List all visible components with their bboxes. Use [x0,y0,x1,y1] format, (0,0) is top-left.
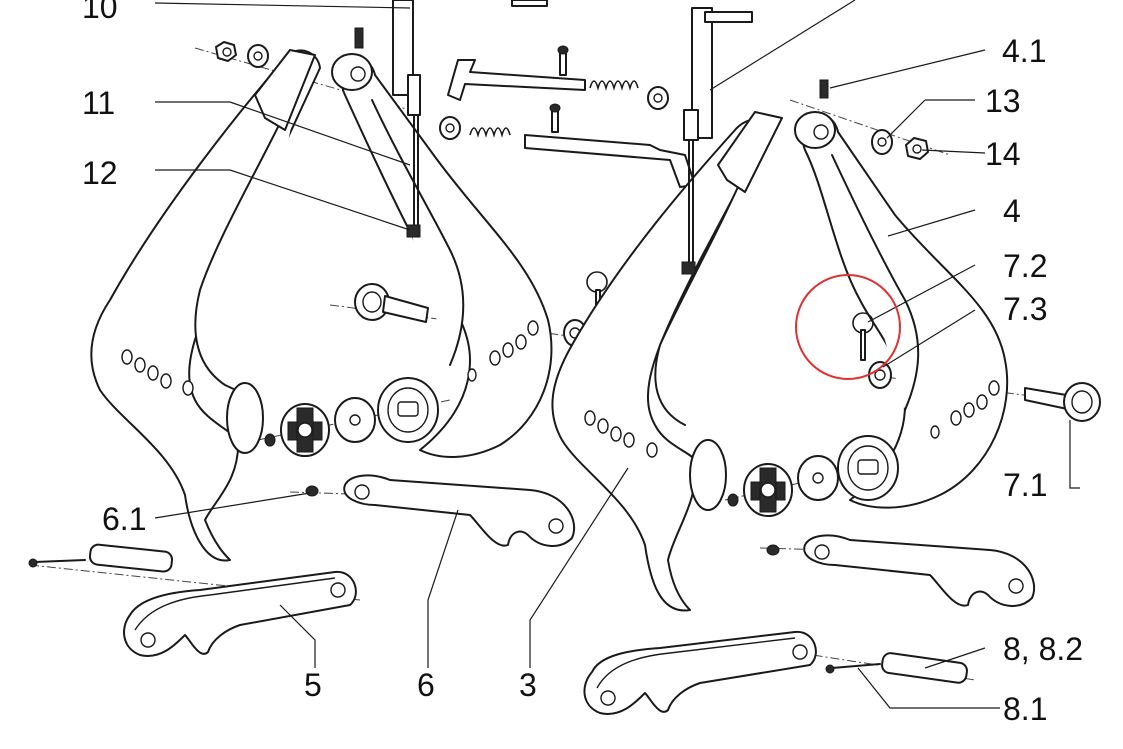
right-small-nut [727,493,739,507]
right-ring-pin-7-2 [852,312,874,361]
callout-14: 14 [985,136,1021,172]
upper-l-rod [447,59,586,101]
callout-12: 12 [82,155,118,191]
upper-spring [589,80,639,91]
arm-5 [123,570,357,657]
right-pivot-lug [717,111,783,193]
left-drum-back [226,382,264,454]
callout-8-8-2: 8, 8.2 [1003,631,1083,667]
callout-11: 11 [82,85,115,121]
callout-13: 13 [985,83,1021,119]
right-pin-8 [825,652,968,684]
left-top-bar [511,0,548,7]
callout-10: 10 [82,0,118,25]
arm-6-right [803,534,1036,607]
left-cross-knob [280,403,330,457]
callout-4: 4 [1003,193,1021,229]
highlight-circle [795,274,901,380]
lower-arms [28,474,1036,715]
arm-6 [343,474,576,547]
left-small-nut [264,433,276,447]
left-pin [28,543,174,573]
left-bracket-inner [194,79,301,393]
right-bracket-inner [654,159,751,426]
right-cross-knob [743,463,793,517]
callout-7-2: 7.2 [1003,248,1047,284]
nipple-right [766,544,780,556]
callout-3: 3 [519,667,537,703]
lower-l-rod [524,134,696,188]
nipple-6-1 [305,485,319,497]
right-drum-back [689,439,727,511]
left-assembly [90,0,608,562]
left-grease-nipple [354,27,364,49]
right-bracket-holes [584,380,1000,458]
left-eye-bolt [354,283,429,323]
callout-5: 5 [304,667,322,703]
right-grease-nipple-4-1 [819,79,829,99]
right-vertical-rod [681,7,753,275]
callout-6-1: 6.1 [102,501,146,537]
right-main-bracket [551,119,769,612]
callout-4-1: 4.1 [1002,33,1046,69]
callout-7-1: 7.1 [1003,467,1047,503]
callout-6: 6 [417,667,435,703]
center-spring-assembly [439,45,696,188]
left-bracket-holes [121,320,539,396]
right-eye-bolt [1024,382,1101,422]
callout-labels: 10 11 12 6.1 5 6 3 4.1 13 14 4 7.2 7.3 7… [82,0,1083,727]
arm-8 [583,630,817,715]
left-top-nut-washers [215,41,269,68]
callout-8-1: 8.1 [1003,691,1047,727]
callout-7-3: 7.3 [1003,291,1047,327]
lower-spring [469,127,511,138]
left-vertical-rod [392,0,421,238]
leader-lines [154,0,1080,709]
